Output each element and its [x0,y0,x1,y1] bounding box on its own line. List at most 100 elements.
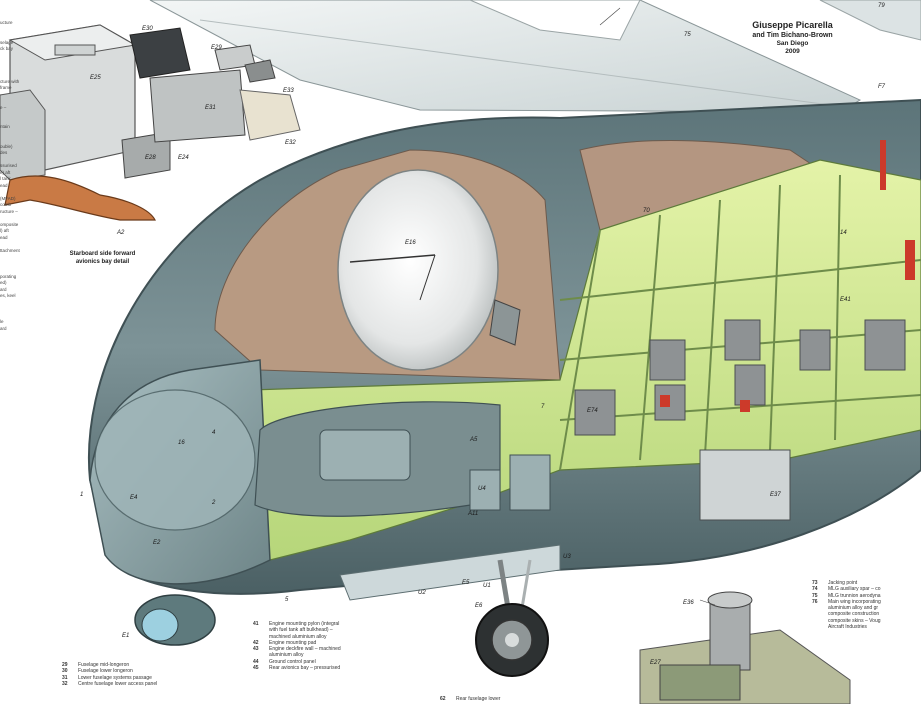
callout-label: 79 [878,3,885,9]
key-fragment: ssurised [0,163,17,168]
key-fragment: porating [0,273,17,279]
callout-label: 5 [285,597,289,603]
wing [149,0,921,113]
credit-coauthor: and Tim Bichano-Brown [752,32,833,39]
callout-label: U3 [563,554,571,560]
key-fragment: ouble) [0,143,13,149]
key-fragment: ntain [0,124,10,129]
key-row: Aircraft Industries [828,624,867,631]
callout-label: E41 [840,297,851,303]
key-fragment: e) aft [0,169,11,175]
key-fragment: ead [0,234,8,240]
callout-label: A11 [468,511,479,517]
fuselage [88,98,921,646]
credit-author: Giuseppe Picarella [752,20,833,30]
key-fragment: ed) [0,280,7,285]
key-fragment: (MFAD) [0,195,16,201]
key-fragment [0,332,40,339]
callout-label: E1 [122,633,130,639]
key-fragment: comb [0,202,12,207]
key-row: machined aluminium alloy [269,633,327,640]
key-fragment: selage [0,39,14,45]
callout-label: E29 [211,45,222,51]
key-row: composite skins – Voug [828,617,881,624]
key-fragment: ucture [0,20,13,25]
callout-label: E4 [130,495,138,501]
key-fragment: ead [0,182,8,188]
satcom-dish [337,169,521,371]
key-fragment: ck bay [0,46,14,51]
callout-label: U4 [478,486,486,492]
callout-label: E33 [283,88,294,94]
callout-label: E24 [178,155,189,161]
landing-gear [475,559,549,677]
callout-label: E32 [285,140,296,146]
key-row: aluminium alloy [269,652,304,659]
detail-caption-line1: Starboard side forward [69,251,136,257]
detail-caption-line2: avionics bay detail [75,259,130,265]
callout-label: 2 [212,500,216,506]
callout-label: E30 [142,26,153,32]
key-row: aluminium alloy and gr [828,605,879,612]
key-row: with fuel tank aft bulkhead) – [269,627,333,634]
callout-label: E28 [145,155,156,161]
callout-label: E2 [153,540,161,546]
callout-label: E5 [462,580,470,586]
key-fragment: e – [0,104,7,110]
key-fragment: cture with [0,78,20,84]
callout-label: F7 [878,84,886,90]
callout-label: U2 [418,590,426,596]
key-row: composite construction [828,611,880,618]
credit-year: 2009 [785,48,800,55]
callout-label: 7 [541,404,545,410]
mlg-detail [639,591,851,704]
key-fragment: ttachment [0,247,20,253]
key-fragment: ructure – [0,208,18,214]
key-fragment: frame [0,85,12,90]
callout-label: E31 [205,105,216,111]
callout-label: E16 [405,240,416,246]
key-fragment: omposite [0,221,19,227]
callout-label: 70 [643,208,650,214]
key-fragment: es, keel [0,293,16,298]
key-fragment: le [0,319,4,324]
callout-label: E36 [683,600,694,606]
detail-caption: Starboard side forward avionics bay deta… [40,250,165,266]
callout-label: E37 [770,492,781,498]
callout-label: 4 [212,430,216,436]
callout-label: E25 [90,75,101,81]
key-fragment: – [0,91,3,97]
callout-label: 16 [178,440,185,446]
key-fragment: l tank [0,176,11,181]
callout-label: U1 [483,583,491,589]
key-fragment: ard [0,286,7,292]
callout-label: 14 [840,230,847,236]
illustrator-credit: Giuseppe Picarella and Tim Bichano-Brown… [700,20,885,56]
callout-label: E6 [475,603,483,609]
key-fragment: des [0,150,8,155]
callout-label: A2 [117,230,125,236]
callout-label: 75 [684,32,691,38]
key-fragment: l) aft [0,228,9,233]
avionics-bay-detail [0,24,301,221]
callout-label: E74 [587,408,598,414]
credit-location: San Diego [776,40,809,47]
key-fragment: ard [0,325,7,331]
